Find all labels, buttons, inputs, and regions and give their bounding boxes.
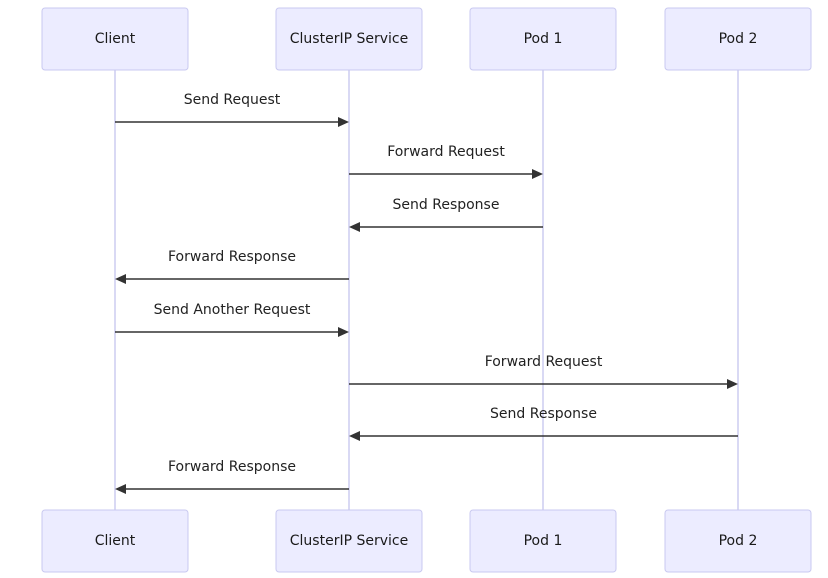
message-1: Send Request: [115, 92, 349, 127]
message-label: Send Request: [184, 92, 281, 108]
actor-service-top: ClusterIP Service: [275, 7, 423, 71]
actor-box: [469, 7, 617, 71]
actor-label: ClusterIP Service: [290, 533, 408, 549]
message-label: Forward Response: [168, 249, 296, 265]
actor-label: Pod 1: [524, 533, 563, 549]
actor-client-top: Client: [41, 7, 189, 71]
message-label: Send Another Request: [154, 302, 311, 318]
actor-label: Pod 2: [719, 31, 758, 47]
message-label: Forward Request: [387, 144, 505, 160]
actor-label: Pod 2: [719, 533, 758, 549]
actor-box: [275, 7, 423, 71]
actor-box: [41, 509, 189, 573]
message-label: Forward Request: [485, 354, 603, 370]
arrowhead-icon: [115, 274, 126, 284]
actor-pod1-bottom: Pod 1: [469, 509, 617, 573]
message-5: Send Another Request: [115, 302, 349, 337]
actor-client-bottom: Client: [41, 509, 189, 573]
arrowhead-icon: [532, 169, 543, 179]
message-7: Send Response: [349, 406, 738, 441]
lifelines: [114, 70, 739, 510]
message-4: Forward Response: [115, 249, 349, 284]
actor-box: [275, 509, 423, 573]
message-label: Forward Response: [168, 459, 296, 475]
actor-pod1-top: Pod 1: [469, 7, 617, 71]
message-3: Send Response: [349, 197, 543, 232]
message-6: Forward Request: [349, 354, 738, 389]
actor-label: ClusterIP Service: [290, 31, 408, 47]
actors-top: Client ClusterIP Service Pod 1 Pod 2: [41, 7, 812, 71]
arrowhead-icon: [349, 222, 360, 232]
actor-label: Client: [95, 533, 136, 549]
arrowhead-icon: [349, 431, 360, 441]
message-2: Forward Request: [349, 144, 543, 179]
actor-box: [664, 7, 812, 71]
arrowhead-icon: [338, 327, 349, 337]
actor-label: Client: [95, 31, 136, 47]
actor-box: [664, 509, 812, 573]
actor-box: [41, 7, 189, 71]
message-8: Forward Response: [115, 459, 349, 494]
actor-pod2-bottom: Pod 2: [664, 509, 812, 573]
actor-box: [469, 509, 617, 573]
actors-bottom: Client ClusterIP Service Pod 1 Pod 2: [41, 509, 812, 573]
arrowhead-icon: [727, 379, 738, 389]
arrowhead-icon: [115, 484, 126, 494]
actor-service-bottom: ClusterIP Service: [275, 509, 423, 573]
message-label: Send Response: [490, 406, 597, 422]
message-label: Send Response: [393, 197, 500, 213]
arrowhead-icon: [338, 117, 349, 127]
actor-pod2-top: Pod 2: [664, 7, 812, 71]
actor-label: Pod 1: [524, 31, 563, 47]
